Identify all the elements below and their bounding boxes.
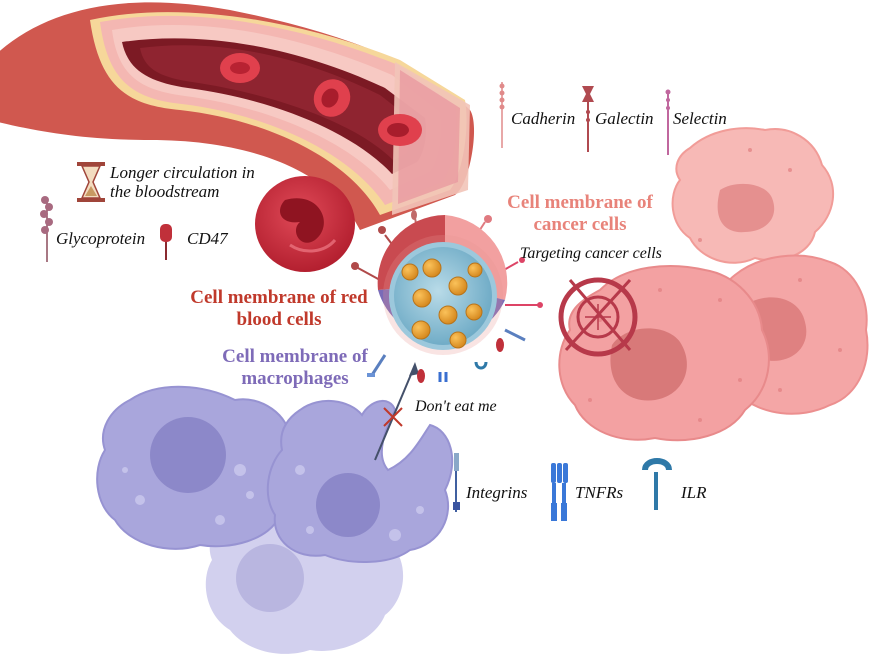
cd47-label: CD47 xyxy=(187,229,228,248)
glycoprotein-icon xyxy=(40,196,53,262)
integrin-icon xyxy=(453,453,460,512)
hourglass-icon xyxy=(77,162,105,202)
ilr-label: ILR xyxy=(681,483,707,502)
cd47-icon xyxy=(160,224,172,260)
cancer-cell-main xyxy=(558,148,842,442)
longer-circulation-label: Longer circulation in the bloodstream xyxy=(110,163,255,201)
tnfr-icon xyxy=(551,463,568,521)
biomimetic-nanoparticle xyxy=(351,210,543,383)
glycoprotein-label: Glycoprotein xyxy=(56,229,146,248)
tnfrs-label: TNFRs xyxy=(575,483,624,502)
blood-vessel xyxy=(0,2,475,230)
selectin-icon xyxy=(665,89,671,155)
cancer-cell-top xyxy=(671,127,835,264)
red-blood-cell xyxy=(255,176,355,272)
target-crosshair-icon xyxy=(558,277,638,357)
dont-eat-me-label: Don't eat me xyxy=(415,398,497,415)
rbc-membrane-title: Cell membrane of red blood cells xyxy=(190,287,368,330)
galectin-label: Galectin xyxy=(595,109,654,128)
targeting-label: Targeting cancer cells xyxy=(520,245,662,262)
cadherin-icon xyxy=(499,82,505,148)
dont-eat-me-arrow xyxy=(374,362,419,461)
macrophage-membrane-title: Cell membrane of macrophages xyxy=(222,346,368,389)
cadherin-label: Cadherin xyxy=(511,109,576,128)
ilr-icon xyxy=(642,458,672,510)
galectin-icon xyxy=(582,86,594,152)
integrins-label: Integrins xyxy=(466,483,528,502)
macrophage-left xyxy=(96,385,300,550)
macrophage-engulfing xyxy=(266,399,454,563)
cancer-membrane-title: Cell membrane of cancer cells xyxy=(507,192,653,235)
selectin-label: Selectin xyxy=(673,109,727,128)
